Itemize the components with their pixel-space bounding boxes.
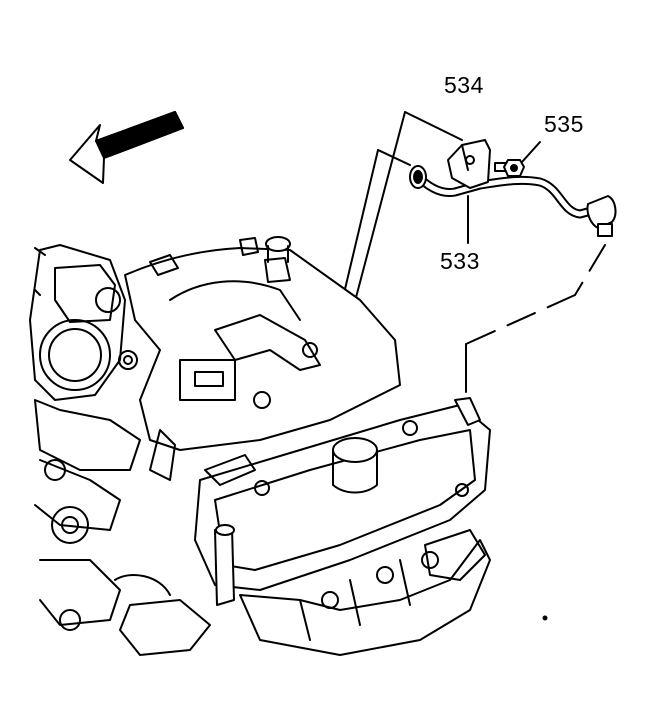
callout-534-label: 534 xyxy=(444,72,484,98)
bolt-535 xyxy=(494,159,525,177)
callout-533-label: 533 xyxy=(440,248,480,274)
bracket-534 xyxy=(447,139,491,189)
callout-535-label: 535 xyxy=(544,111,584,137)
engine-assembly xyxy=(29,236,548,656)
pcv-hose-533 xyxy=(409,165,617,237)
front-direction-arrow-icon xyxy=(69,111,184,184)
